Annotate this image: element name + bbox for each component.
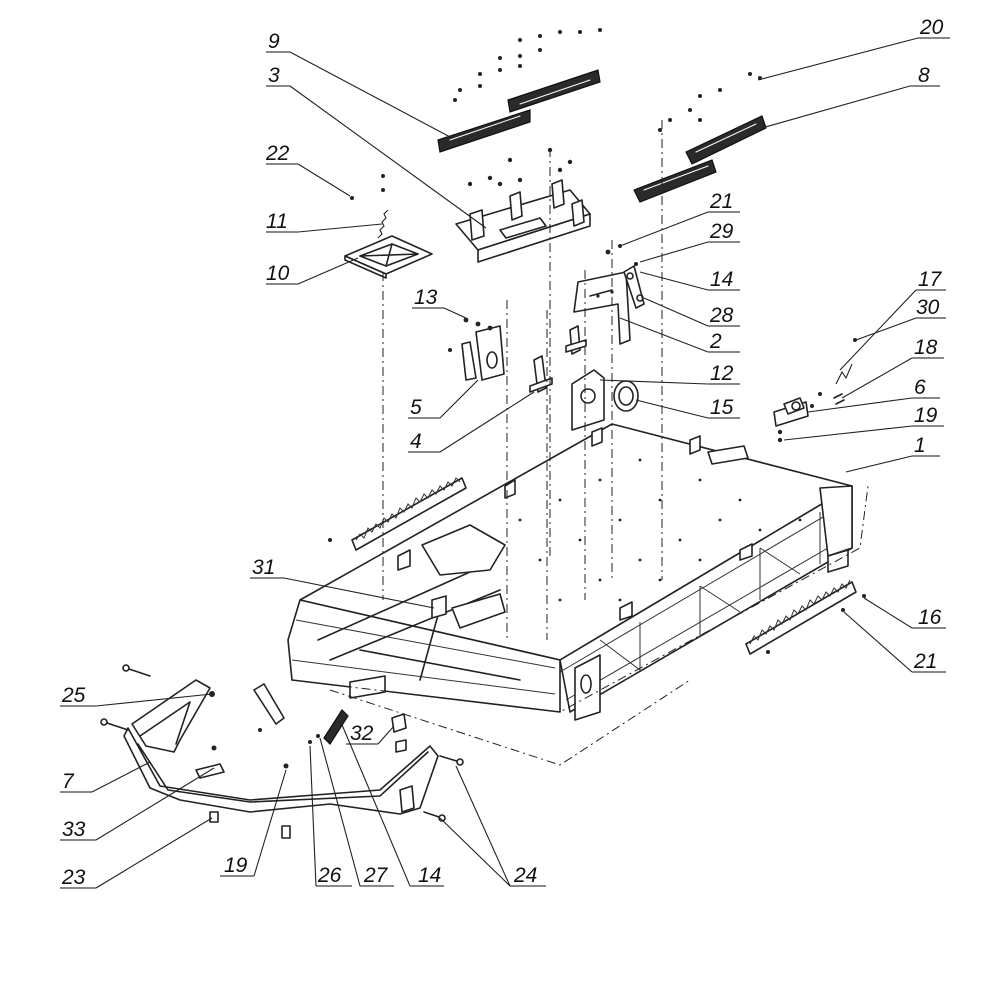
callout-11: 11 — [266, 210, 383, 233]
svg-text:4: 4 — [410, 430, 422, 453]
svg-text:14: 14 — [710, 268, 733, 291]
callout-26: 26 — [309, 745, 352, 887]
svg-text:27: 27 — [363, 864, 389, 887]
plate-2 — [573, 271, 631, 345]
callout-14-upper: 14 — [639, 268, 740, 291]
clip-18 — [833, 393, 845, 405]
deck-holes — [518, 458, 802, 602]
foot-plate-9 — [437, 69, 601, 153]
callout-22: 22 — [265, 142, 351, 197]
plate-12 — [571, 369, 605, 431]
bracket-small — [565, 325, 587, 355]
svg-text:18: 18 — [914, 336, 938, 359]
callout-21-lower: 21 — [843, 611, 946, 673]
callout-29: 29 — [639, 220, 740, 263]
spring-11 — [350, 174, 389, 239]
bushing-32 — [391, 713, 407, 753]
callout-3: 3 — [266, 64, 487, 229]
callout-27: 27 — [319, 737, 394, 887]
callout-32: 32 — [346, 722, 395, 745]
pulley-15 — [613, 380, 639, 412]
callout-2: 2 — [619, 317, 740, 353]
foot-plate-8 — [633, 115, 767, 203]
svg-text:21: 21 — [913, 650, 937, 673]
callout-19-lower: 19 — [220, 769, 287, 877]
callout-15: 15 — [635, 396, 740, 419]
svg-text:23: 23 — [61, 866, 86, 889]
bolts-24-25 — [100, 664, 464, 822]
callout-28: 28 — [643, 297, 740, 327]
bracket-5 — [448, 317, 505, 381]
rack-bar-right — [745, 579, 866, 655]
callout-14-lower: 14 — [339, 719, 444, 887]
callout-10: 10 — [266, 257, 359, 285]
rack-bar-left — [328, 477, 467, 551]
svg-text:10: 10 — [266, 262, 290, 285]
handle-rear — [707, 445, 749, 465]
svg-text:6: 6 — [914, 376, 926, 399]
callout-24: 24 — [439, 765, 546, 887]
svg-text:7: 7 — [62, 770, 75, 793]
svg-text:30: 30 — [916, 296, 940, 319]
callout-1: 1 — [845, 434, 940, 473]
latch-assembly — [253, 683, 349, 745]
callout-12: 12 — [599, 362, 740, 385]
callout-21-upper: 21 — [619, 190, 740, 247]
svg-text:19: 19 — [914, 404, 938, 427]
callout-9: 9 — [266, 30, 453, 139]
bracket-6 — [773, 392, 822, 443]
svg-text:11: 11 — [266, 210, 288, 233]
svg-text:20: 20 — [919, 16, 944, 39]
callout-13: 13 — [412, 286, 467, 319]
svg-text:29: 29 — [709, 220, 734, 243]
svg-text:33: 33 — [62, 818, 86, 841]
main-frame — [287, 423, 869, 766]
callout-20: 20 — [757, 16, 950, 81]
plate-10 — [344, 235, 433, 279]
svg-text:32: 32 — [350, 722, 374, 745]
callout-8: 8 — [761, 64, 940, 129]
assembly-centerlines — [382, 120, 663, 640]
svg-text:22: 22 — [265, 142, 290, 165]
svg-text:31: 31 — [252, 556, 275, 579]
svg-text:14: 14 — [418, 864, 441, 887]
callout-19-upper: 19 — [783, 404, 944, 441]
callout-33: 33 — [60, 767, 215, 841]
spring-17 — [835, 338, 857, 385]
callout-16: 16 — [863, 597, 946, 629]
svg-text:16: 16 — [918, 606, 942, 629]
callout-23: 23 — [60, 817, 213, 889]
mount-plate-3 — [455, 147, 591, 263]
svg-text:5: 5 — [410, 396, 422, 419]
svg-text:3: 3 — [268, 64, 280, 87]
svg-text:12: 12 — [710, 362, 734, 385]
bolt-grid-upper — [453, 28, 762, 132]
callout-18: 18 — [841, 336, 944, 399]
svg-text:26: 26 — [317, 864, 342, 887]
callout-31: 31 — [250, 556, 435, 609]
callout-7: 7 — [60, 761, 151, 793]
callout-6: 6 — [807, 376, 940, 413]
svg-text:24: 24 — [513, 864, 537, 887]
callout-4: 4 — [408, 391, 535, 453]
svg-text:17: 17 — [918, 268, 943, 291]
svg-text:21: 21 — [709, 190, 733, 213]
front-bumper-7 — [123, 679, 439, 839]
callout-25: 25 — [60, 684, 213, 707]
callout-5: 5 — [408, 379, 479, 419]
svg-text:9: 9 — [268, 30, 280, 53]
callout-30: 30 — [855, 296, 946, 341]
svg-text:19: 19 — [224, 854, 248, 877]
callout-17: 17 — [839, 268, 946, 371]
bracket-4 — [529, 355, 553, 393]
svg-text:25: 25 — [61, 684, 86, 707]
svg-text:2: 2 — [709, 330, 722, 353]
svg-text:28: 28 — [709, 304, 734, 327]
svg-text:15: 15 — [710, 396, 734, 419]
svg-text:1: 1 — [914, 434, 926, 457]
svg-text:13: 13 — [414, 286, 438, 309]
svg-text:8: 8 — [918, 64, 930, 87]
